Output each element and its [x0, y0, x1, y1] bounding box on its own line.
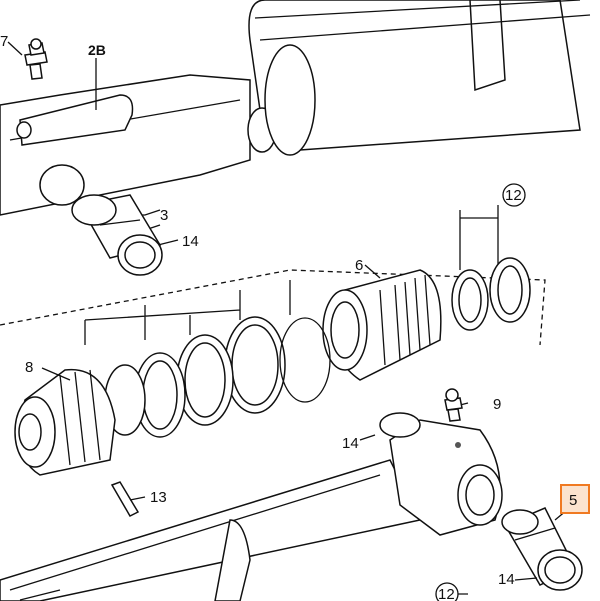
callout-2b: 2B	[88, 42, 106, 58]
piston-6	[322, 269, 442, 381]
bushing-5	[501, 507, 583, 591]
piston-seal-rings-12	[451, 257, 531, 331]
callout-8: 8	[25, 359, 33, 376]
callout-13: 13	[150, 489, 167, 506]
top-leaders	[7, 41, 179, 246]
callout-14-bottom: 14	[498, 571, 515, 588]
callout-14-top: 14	[182, 233, 199, 250]
grease-nipple-7	[24, 38, 48, 80]
callout-5-highlighted[interactable]: 5	[560, 484, 590, 514]
callout-5: 5	[569, 492, 577, 509]
gland-8	[14, 368, 116, 476]
cylinder-barrel	[0, 0, 591, 216]
callout-12-top: 12	[502, 183, 526, 207]
grease-nipple-9	[444, 388, 463, 422]
piston-rod	[0, 459, 422, 601]
pin-13	[110, 481, 146, 517]
callout-7: 7	[0, 33, 8, 50]
callout-12-bottom: 12	[435, 582, 459, 601]
bushing-3	[71, 194, 163, 276]
gland-seal-rings	[104, 316, 331, 438]
callout-9: 9	[493, 396, 501, 413]
seal-kit-outline	[0, 205, 546, 346]
callout-3: 3	[160, 207, 168, 224]
svg-text:12: 12	[438, 586, 455, 601]
callout-14-mid: 14	[342, 435, 359, 452]
rod-eye	[379, 412, 503, 536]
svg-text:12: 12	[505, 187, 522, 204]
callout-6: 6	[355, 257, 363, 274]
